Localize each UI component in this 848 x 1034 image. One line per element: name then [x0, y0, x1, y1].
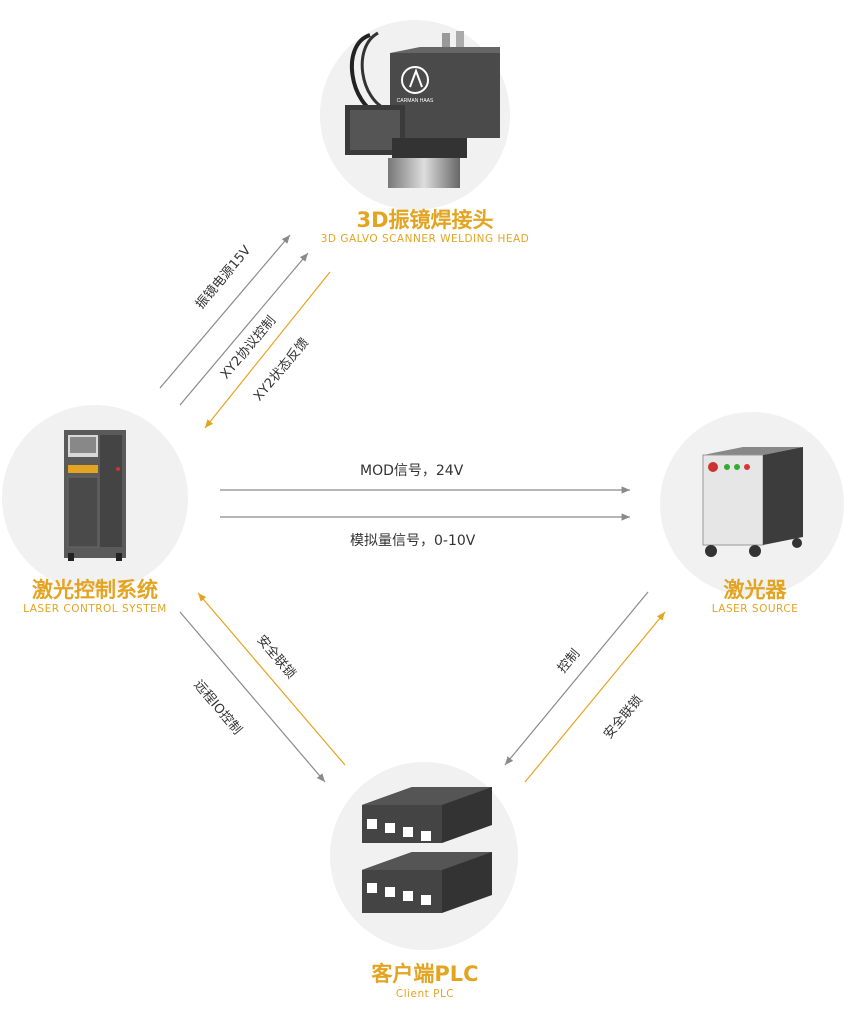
plc-subtitle: Client PLC: [395, 988, 455, 1000]
arrow-io-control: [179, 611, 326, 783]
galvo-subtitle: 3D GALVO SCANNER WELDING HEAD: [320, 233, 530, 245]
galvo-title: 3D振镜焊接头: [356, 208, 494, 232]
label-mod-signal: MOD信号，24V: [360, 463, 464, 479]
plc-image: [362, 787, 492, 913]
arrow-xy2-control: [179, 252, 309, 406]
arrow-control: [504, 591, 649, 766]
laser-title: 激光器: [723, 578, 787, 602]
control-subtitle: LASER CONTROL SYSTEM: [23, 603, 167, 615]
arrow-xy2-feedback: [204, 271, 331, 429]
control-cabinet-image: [64, 430, 126, 561]
arrow-safety-interlock-right: [524, 611, 666, 783]
arrow-galvo-power: [159, 234, 291, 389]
laser-subtitle: LASER SOURCE: [711, 603, 799, 615]
galvo-logo-text: CARMAN HAAS: [397, 98, 434, 104]
plc-title: 客户端PLC: [371, 962, 479, 986]
label-analog-signal: 模拟量信号，0-10V: [350, 533, 476, 549]
laser-source-image: [702, 447, 803, 557]
control-title: 激光控制系统: [32, 578, 158, 602]
arrow-safety-interlock-left: [197, 592, 346, 766]
galvo-scanner-image: CARMAN HAAS: [345, 31, 500, 188]
